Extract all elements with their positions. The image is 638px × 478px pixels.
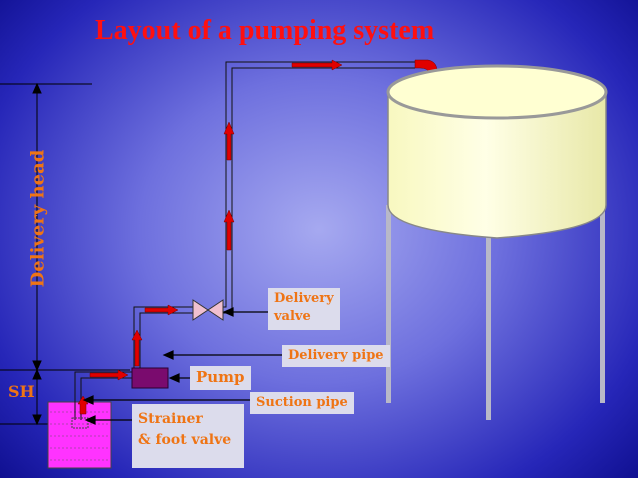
- delivery-pipe-label: Delivery pipe: [282, 345, 390, 367]
- suction-head-dimension: [0, 368, 48, 426]
- suction-head-label: SH: [8, 382, 35, 401]
- delivery-valve-label: Delivery valve: [268, 288, 340, 330]
- overhead-tank: [386, 64, 608, 420]
- flow-arrow-pump-outlet: [131, 329, 143, 367]
- flow-arrow-riser-lower: [223, 209, 235, 251]
- label-leaders: [82, 307, 282, 425]
- flow-arrow-riser-upper: [223, 121, 235, 161]
- strainer-label-line2: & foot valve: [138, 432, 232, 448]
- delivery-valve: [192, 299, 224, 321]
- strainer-basket: [71, 417, 89, 429]
- delivery-valve-label-line2: valve: [274, 309, 311, 324]
- slide-title: Layout of a pumping system: [95, 15, 435, 46]
- sump-well: [47, 401, 112, 469]
- flow-arrow-suction: [89, 369, 129, 381]
- delivery-head-dimension: [0, 82, 130, 372]
- pump-label: Pump: [190, 366, 251, 390]
- delivery-pipe-line: [133, 61, 415, 368]
- flow-arrow-top: [291, 59, 343, 71]
- strainer-label-line1: Strainer: [138, 411, 203, 427]
- suction-pipe-label: Suction pipe: [250, 392, 354, 414]
- delivery-head-label: Delivery head: [27, 149, 49, 288]
- strainer-label: Strainer & foot valve: [132, 404, 244, 468]
- delivery-valve-label-line1: Delivery: [274, 291, 334, 306]
- flow-arrow-delivery-horizontal: [144, 304, 179, 316]
- pump-body: [131, 367, 169, 389]
